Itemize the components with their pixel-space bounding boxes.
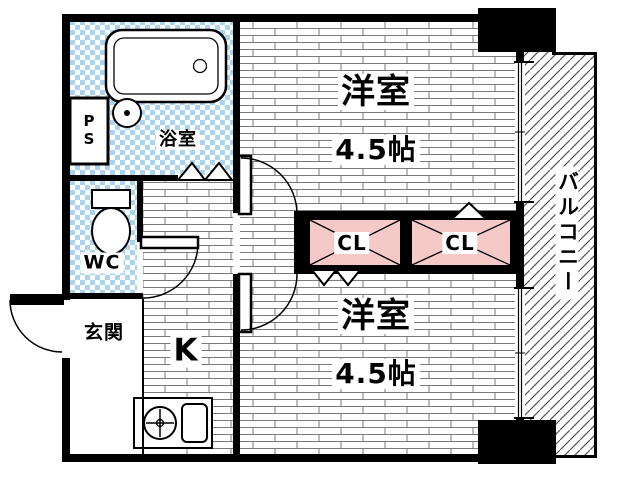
bathroom-label: 浴室 xyxy=(156,130,200,150)
windows xyxy=(514,61,534,419)
wall-right-2 xyxy=(516,202,524,288)
wall-wc-entrance xyxy=(70,293,143,299)
wall-bathroom-south xyxy=(70,175,178,181)
door-arc-entrance xyxy=(9,299,63,353)
pillar-bottom-right xyxy=(478,420,556,464)
toilet-tank-icon xyxy=(91,189,131,209)
toilet-label: WC xyxy=(80,252,124,274)
entrance-label: 玄関 xyxy=(80,322,128,344)
sink-icon xyxy=(181,403,208,443)
closet-left-label: CL xyxy=(334,232,370,254)
wall-left-upper xyxy=(62,14,70,300)
room-bottom-size: 4.5帖 xyxy=(332,359,420,389)
pipe-space-line1: P xyxy=(83,112,95,130)
door-leaf-wc xyxy=(139,235,200,250)
pillars xyxy=(478,8,556,464)
wall-bottom xyxy=(62,454,486,462)
closets xyxy=(294,211,516,274)
door-leaf-room-bottom xyxy=(237,272,253,334)
folding-door-closet-left-icon xyxy=(309,269,363,287)
room-bottom-name: 洋室 xyxy=(338,298,414,334)
pipe-space-label: P S xyxy=(83,112,95,148)
wall-top xyxy=(62,14,486,22)
door-arc-room-top xyxy=(240,157,298,215)
room-top-size: 4.5帖 xyxy=(332,135,420,165)
folding-door-bathroom-icon xyxy=(175,161,235,181)
doors xyxy=(9,154,489,455)
room-top-floor xyxy=(240,22,516,211)
door-arc-wc xyxy=(142,242,199,299)
door-arc-room-bottom xyxy=(240,273,298,331)
kitchen-label: K xyxy=(170,334,202,368)
hall-floor xyxy=(240,211,300,274)
door-leaf-entrance xyxy=(10,294,64,305)
pillar-top-right xyxy=(478,8,556,52)
wall-left-lower xyxy=(62,358,70,462)
closet-right-label: CL xyxy=(442,232,478,254)
bathtub-drain-icon xyxy=(192,58,208,74)
bathtub-icon xyxy=(104,28,228,104)
room-top-name: 洋室 xyxy=(338,74,414,110)
toilet-bowl-icon xyxy=(91,207,131,255)
wall-wc-east xyxy=(137,181,143,242)
pipe-space-line2: S xyxy=(83,130,95,148)
door-leaf-room-top xyxy=(237,154,253,216)
wall-center-lower xyxy=(233,274,240,455)
balcony-label: バルコニー xyxy=(555,166,580,300)
folding-door-closet-right-icon xyxy=(449,201,489,220)
wall-center-upper xyxy=(233,22,240,213)
